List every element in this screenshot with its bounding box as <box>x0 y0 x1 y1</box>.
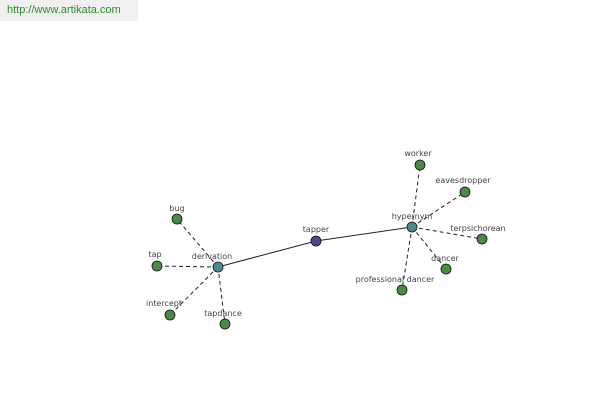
edge-hypernym-dancer <box>411 226 447 270</box>
url-bar: http://www.artikata.com <box>0 0 138 21</box>
node-hypernym[interactable] <box>406 221 418 233</box>
node-dancer[interactable] <box>440 263 452 275</box>
node-eavesdropper[interactable] <box>459 186 471 198</box>
node-tap[interactable] <box>151 260 163 272</box>
edge-derivation-tapdance <box>217 266 226 325</box>
edge-derivation-intercept <box>169 266 219 316</box>
node-bug[interactable] <box>171 213 183 225</box>
node-terpsichorean[interactable] <box>476 233 488 245</box>
label-professional-dancer: professional dancer <box>356 275 435 284</box>
edge-derivation-tapper <box>217 240 317 268</box>
edge-hypernym-eavesdropper <box>411 191 466 228</box>
label-tap: tap <box>148 250 161 259</box>
node-professional-dancer[interactable] <box>396 284 408 296</box>
label-worker: worker <box>404 149 432 158</box>
edge-hypernym-professional-dancer <box>401 226 413 291</box>
label-hypernym: hypernym <box>392 212 433 221</box>
site-url-link[interactable]: http://www.artikata.com <box>7 4 121 16</box>
node-tapdance[interactable] <box>219 318 231 330</box>
node-intercept[interactable] <box>164 309 176 321</box>
edge-derivation-tap <box>156 265 219 268</box>
edge-derivation-bug <box>176 218 219 268</box>
label-tapdance: tapdance <box>204 309 242 318</box>
label-derivation: derivation <box>192 252 232 261</box>
node-derivation[interactable] <box>212 261 224 273</box>
label-eavesdropper: eavesdropper <box>435 176 491 185</box>
label-dancer: dancer <box>431 254 459 263</box>
label-tapper: tapper <box>303 225 330 234</box>
label-intercept: intercept <box>146 299 182 308</box>
label-terpsichorean: terpsichorean <box>450 224 505 233</box>
edge-tapper-hypernym <box>315 226 413 242</box>
node-tapper[interactable] <box>310 235 322 247</box>
edge-hypernym-worker <box>411 164 421 228</box>
edge-hypernym-terpsichorean <box>411 226 483 240</box>
label-bug: bug <box>169 204 184 213</box>
node-worker[interactable] <box>414 159 426 171</box>
